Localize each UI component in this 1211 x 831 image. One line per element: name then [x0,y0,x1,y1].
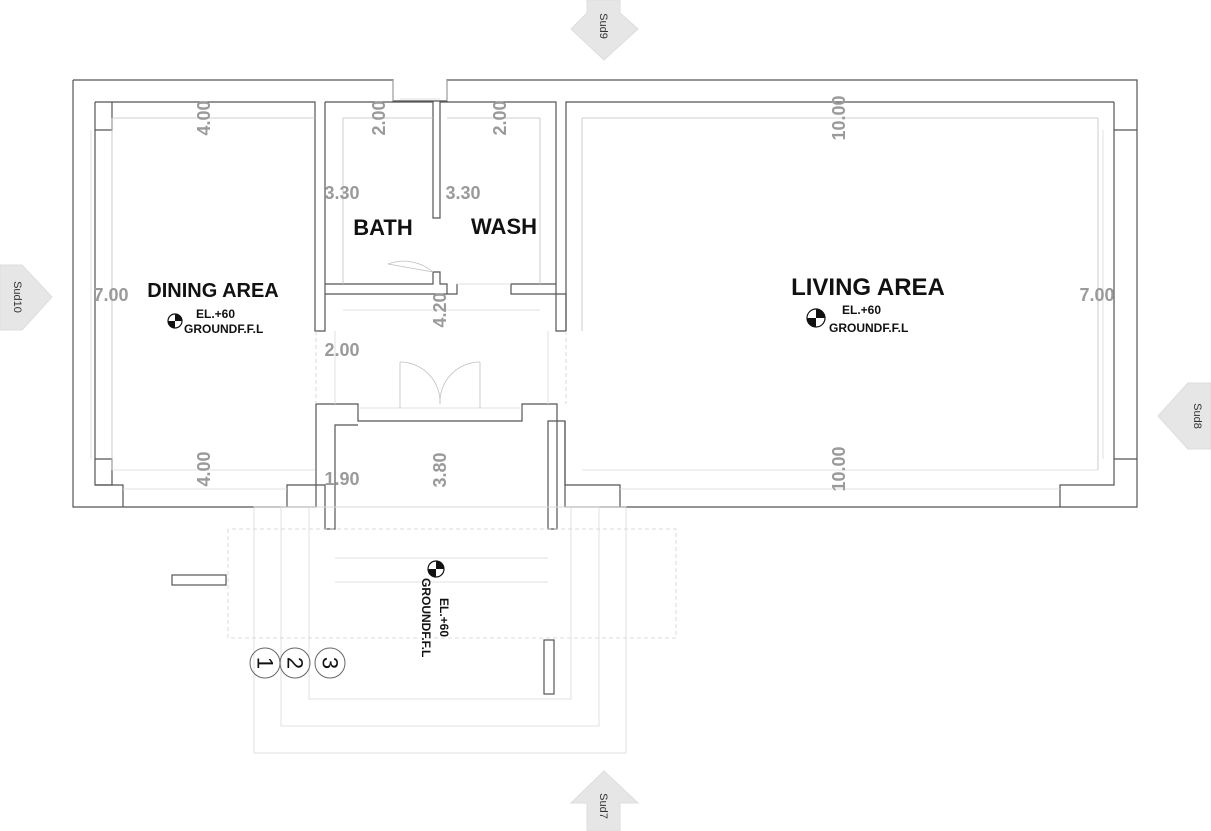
step-label-2: 2 [283,657,308,669]
dim-living-side: 7.00 [1079,285,1114,305]
level-elevation-living: EL.+60 [842,303,881,317]
dining-room-walls [90,101,358,530]
dim-wash-top: 2.00 [490,100,510,135]
dim-corridor-vertical: 4.20 [430,292,450,327]
section-marker-right: Sud8 [1157,382,1211,450]
dim-dining-bottom: 4.00 [194,451,214,486]
entry-steps [171,506,677,754]
dim-bath-side: 3.30 [324,183,359,203]
step-circle-3 [314,647,346,679]
dim-wash-side: 3.30 [445,183,480,203]
room-label-living: LIVING AREA [791,274,945,301]
dim-dining-side: 7.00 [93,285,128,305]
dim-living-bottom: 10.00 [829,446,849,491]
level-marker-dining: EL.+60 GROUNDF.F.L [167,307,263,336]
section-marker-top: Sud9 [570,0,639,61]
section-label-top: Sud9 [597,13,609,39]
dim-entry-depth: 3.80 [430,452,450,487]
dim-bath-top: 2.00 [369,100,389,135]
corridor-doors [315,331,567,409]
section-label-left: Sud10 [11,281,23,313]
level-elevation-entry: EL.+60 [437,598,451,637]
level-floor-dining: GROUNDF.F.L [184,322,263,336]
step-markers: 1 2 3 [249,647,346,679]
dim-living-top: 10.00 [829,95,849,140]
step-circle-2 [279,647,311,679]
bath-wash-walls [325,101,1114,332]
level-floor-entry: GROUNDF.F.L [419,578,433,657]
living-room-walls [564,102,1137,507]
level-floor-living: GROUNDF.F.L [829,321,908,335]
room-label-bath: BATH [353,215,412,240]
step-label-1: 1 [253,657,278,669]
step-label-3: 3 [318,657,343,669]
room-label-dining: DINING AREA [147,280,278,302]
room-label-wash: WASH [471,214,537,239]
dim-dining-top: 4.00 [194,100,214,135]
dim-corridor-width: 2.00 [324,340,359,360]
section-label-bottom: Sud7 [597,793,609,819]
section-marker-bottom: Sud7 [569,770,640,831]
level-elevation-dining: EL.+60 [196,307,235,321]
section-marker-left: Sud10 [0,264,53,331]
dim-entry-width: 1.90 [324,469,359,489]
level-marker-living: EL.+60 GROUNDF.F.L [806,303,908,335]
section-label-right: Sud8 [1191,403,1203,429]
level-marker-entry: EL.+60 GROUNDF.F.L [419,560,451,657]
outer-walls [72,79,1138,530]
